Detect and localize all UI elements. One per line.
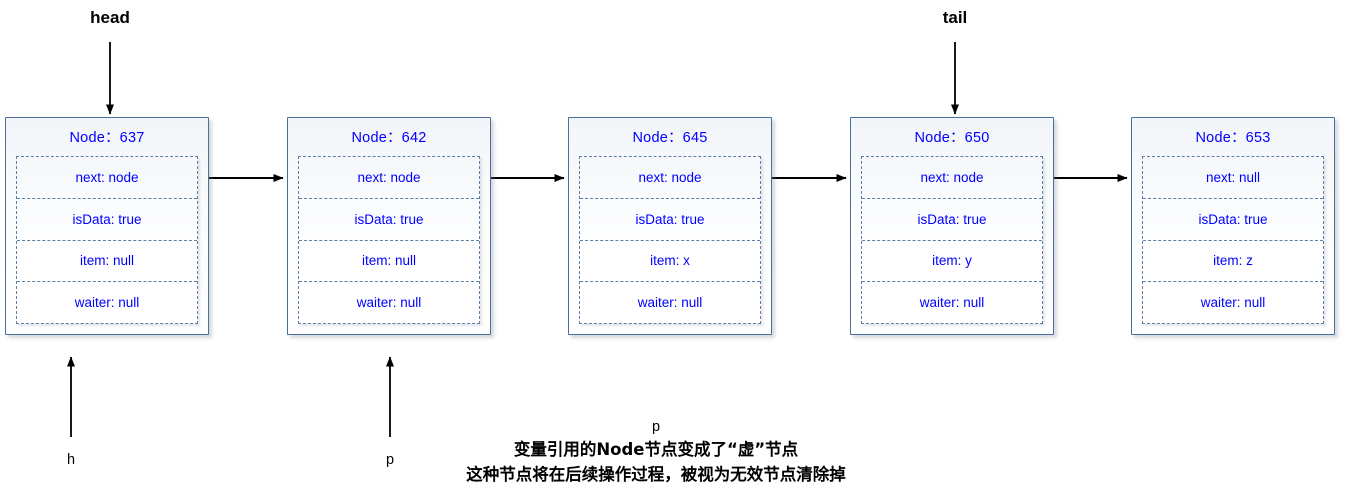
annotation-block: p 变量引用的Node节点变成了“虚”节点 这种节点将在后续操作过程，被视为无效… (376, 418, 936, 487)
node-field-waiter: waiter: null (637, 295, 703, 311)
node-card-653[interactable]: Node：653 next: null isData: true item: z… (1131, 117, 1335, 335)
node-field-item: item: y (862, 241, 1042, 283)
tail-label: tail (942, 8, 968, 27)
node-field-waiter: waiter: null (919, 295, 985, 311)
node-field-isdata: isData: true (580, 199, 760, 241)
head-label: head (90, 8, 130, 27)
node-field-isdata: isData: true (17, 199, 197, 241)
node-field-next: next: node (299, 157, 479, 199)
node-field-next: next: node (17, 157, 197, 199)
node-field-isdata: isData: true (299, 199, 479, 241)
annotation-line-2: 这种节点将在后续操作过程，被视为无效节点清除掉 (466, 465, 846, 484)
node-field-next: next: null (1143, 157, 1323, 199)
node-field-isdata: isData: true (862, 199, 1042, 241)
node-card-650[interactable]: Node：650 next: node isData: true item: y… (850, 117, 1054, 335)
node-fields: next: node isData: true item: x waiter: … (579, 156, 761, 324)
node-field-waiter: waiter: null (356, 295, 422, 311)
node-card-645[interactable]: Node：645 next: node isData: true item: x… (568, 117, 772, 335)
h-variable-label: h (66, 452, 76, 468)
node-field-item: item: x (580, 241, 760, 283)
node-card-637[interactable]: Node：637 next: node isData: true item: n… (5, 117, 209, 335)
node-field-item: item: null (299, 241, 479, 283)
node-field-next: next: node (580, 157, 760, 199)
node-field-isdata: isData: true (1143, 199, 1323, 241)
node-field-next: next: node (862, 157, 1042, 199)
annotation-pointer-label: p (651, 419, 661, 435)
p-variable-label: p (385, 452, 395, 468)
node-fields: next: null isData: true item: z waiter: … (1142, 156, 1324, 324)
node-card-642[interactable]: Node：642 next: node isData: true item: n… (287, 117, 491, 335)
node-field-waiter: waiter: null (74, 295, 140, 311)
node-field-item: item: z (1143, 241, 1323, 283)
node-title: Node：642 (351, 130, 427, 146)
annotation-line-1: 变量引用的Node节点变成了“虚”节点 (513, 440, 799, 459)
node-field-waiter: waiter: null (1200, 295, 1266, 311)
node-title: Node：645 (632, 130, 708, 146)
node-fields: next: node isData: true item: y waiter: … (861, 156, 1043, 324)
node-fields: next: node isData: true item: null waite… (16, 156, 198, 324)
node-title: Node：637 (69, 130, 145, 146)
node-title: Node：650 (914, 130, 990, 146)
node-title: Node：653 (1195, 130, 1271, 146)
node-fields: next: node isData: true item: null waite… (298, 156, 480, 324)
node-field-item: item: null (17, 241, 197, 283)
